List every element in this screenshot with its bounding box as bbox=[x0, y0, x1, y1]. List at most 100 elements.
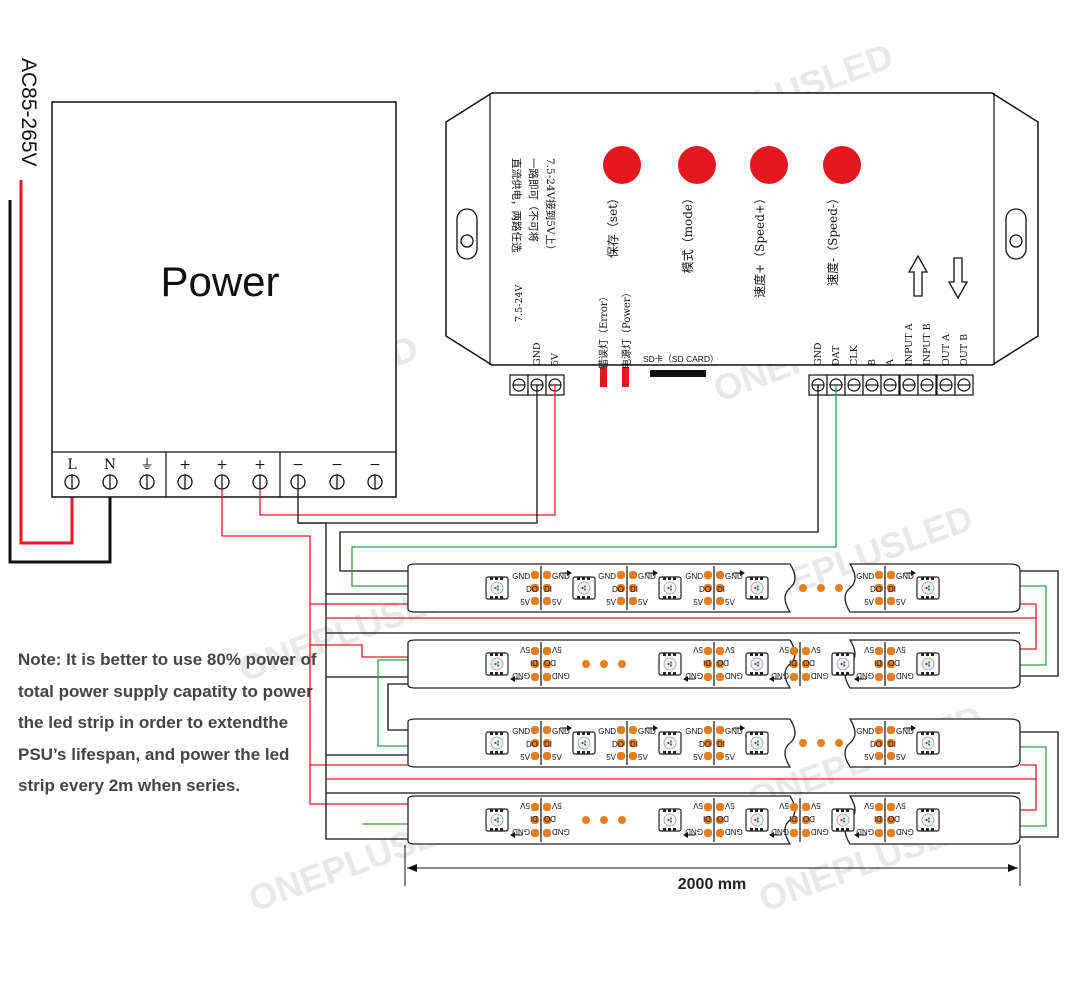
svg-text:DI: DI bbox=[630, 585, 638, 594]
svg-text:GND: GND bbox=[638, 727, 656, 736]
arrow-left-icon bbox=[854, 832, 866, 838]
output-terminal-label: DAT bbox=[831, 345, 842, 366]
psu-terminal: − bbox=[290, 457, 306, 490]
svg-text:GND: GND bbox=[896, 572, 914, 581]
led-chip-icon bbox=[916, 576, 940, 600]
svg-text:GND: GND bbox=[685, 727, 703, 736]
svg-text:5V: 5V bbox=[550, 353, 561, 366]
svg-text:5V: 5V bbox=[864, 801, 874, 810]
svg-text:GND: GND bbox=[638, 572, 656, 581]
svg-text:5V: 5V bbox=[864, 753, 874, 762]
dimension-label: 2000 mm bbox=[678, 876, 747, 893]
svg-text:5V: 5V bbox=[895, 801, 905, 810]
svg-text:5V: 5V bbox=[520, 598, 530, 607]
wiring bbox=[221, 385, 1059, 840]
link-1-2-data bbox=[1020, 585, 1047, 666]
led-chip-icon bbox=[745, 808, 769, 832]
arrow-right-icon bbox=[646, 570, 658, 576]
svg-text:−: − bbox=[292, 457, 304, 473]
arrow-left-icon bbox=[769, 676, 781, 682]
svg-text:7.5-24V接到5V上）: 7.5-24V接到5V上） bbox=[544, 158, 557, 255]
svg-text:7.5-24V: 7.5-24V bbox=[514, 285, 525, 322]
arrow-left-icon bbox=[854, 676, 866, 682]
svg-text:5V: 5V bbox=[606, 598, 616, 607]
svg-text:GND: GND bbox=[856, 727, 874, 736]
svg-text:5V: 5V bbox=[896, 753, 906, 762]
svg-text:L: L bbox=[67, 457, 76, 473]
link-2-3-gnd bbox=[387, 683, 408, 731]
led-chip-icon bbox=[485, 652, 509, 676]
power-supply-label: Power bbox=[160, 258, 279, 305]
svg-text:DI: DI bbox=[530, 814, 538, 823]
sd-card-label: SD卡（SD CARD） bbox=[643, 354, 719, 364]
svg-text:GND: GND bbox=[512, 827, 530, 836]
svg-text:DI: DI bbox=[544, 740, 552, 749]
psu-terminal: + bbox=[177, 457, 193, 490]
svg-text:5V: 5V bbox=[551, 801, 561, 810]
controller-5v-wire bbox=[259, 385, 556, 516]
power-led-icon bbox=[622, 367, 629, 387]
mode-button[interactable]: 模式（mode） bbox=[678, 146, 716, 273]
output-terminal-label: CLK bbox=[849, 344, 860, 366]
controller: 直流供电，两路任选 一路即可（不可将 7.5-24V接到5V上） 保存（set）… bbox=[445, 92, 1039, 396]
arrow-right-icon bbox=[560, 725, 572, 731]
led-chip-icon bbox=[485, 576, 509, 600]
svg-text:GND: GND bbox=[725, 727, 743, 736]
controller-power-terminals bbox=[509, 374, 565, 396]
svg-text:DO: DO bbox=[544, 658, 556, 667]
svg-text:DO: DO bbox=[870, 585, 882, 594]
svg-text:GND: GND bbox=[896, 727, 914, 736]
svg-text:GND: GND bbox=[685, 827, 703, 836]
speed-down-button[interactable]: 速度-（Speed-） bbox=[823, 146, 861, 286]
svg-text:5V: 5V bbox=[520, 801, 530, 810]
svg-text:5V: 5V bbox=[638, 598, 648, 607]
svg-text:直流供电，两路任选: 直流供电，两路任选 bbox=[510, 158, 523, 253]
svg-text:−: − bbox=[369, 457, 381, 473]
led-chip-icon bbox=[831, 808, 855, 832]
psu-terminal: L bbox=[64, 457, 80, 490]
controller-power-note: 直流供电，两路任选 一路即可（不可将 7.5-24V接到5V上） bbox=[510, 158, 557, 255]
controller-dat-wire bbox=[351, 385, 837, 587]
svg-text:GND: GND bbox=[685, 671, 703, 680]
svg-text:GND: GND bbox=[811, 827, 829, 836]
button-label: 速度+（Speed+） bbox=[752, 192, 767, 298]
link-3-4-data bbox=[1020, 746, 1047, 827]
button-label: 速度-（Speed-） bbox=[825, 192, 840, 286]
mount-hole-right-icon bbox=[1005, 208, 1027, 260]
speed-up-button[interactable]: 速度+（Speed+） bbox=[750, 146, 788, 298]
mains-wire-red bbox=[19, 180, 74, 545]
psu-terminal: N bbox=[102, 457, 118, 490]
svg-text:DO: DO bbox=[803, 658, 815, 667]
svg-text:5V: 5V bbox=[606, 753, 616, 762]
button-label: 保存（set） bbox=[606, 192, 620, 258]
psu-terminal: − bbox=[329, 457, 345, 490]
svg-text:GND: GND bbox=[512, 671, 530, 680]
led-chip-icon bbox=[916, 731, 940, 755]
svg-text:DI: DI bbox=[703, 658, 711, 667]
svg-text:GND: GND bbox=[552, 671, 570, 680]
svg-text:GND: GND bbox=[512, 727, 530, 736]
svg-text:DO: DO bbox=[888, 814, 900, 823]
link-1-2-gnd bbox=[1020, 570, 1059, 677]
arrow-left-icon bbox=[683, 676, 695, 682]
svg-text:DI: DI bbox=[544, 585, 552, 594]
svg-text:DI: DI bbox=[703, 814, 711, 823]
svg-text:−: − bbox=[331, 457, 343, 473]
svg-text:DI: DI bbox=[888, 585, 896, 594]
svg-text:GND: GND bbox=[725, 827, 743, 836]
ac-input-label: AC85-265V bbox=[17, 58, 40, 167]
svg-text:5V: 5V bbox=[520, 645, 530, 654]
svg-text:5V: 5V bbox=[864, 645, 874, 654]
psu-terminal: + bbox=[252, 457, 268, 490]
svg-text:DO: DO bbox=[717, 658, 729, 667]
link-1-2-5v bbox=[1020, 603, 1037, 650]
svg-text:5V: 5V bbox=[693, 753, 703, 762]
arrow-right-icon bbox=[560, 570, 572, 576]
set-button[interactable]: 保存（set） bbox=[603, 146, 641, 258]
arrow-right-icon bbox=[904, 725, 916, 731]
svg-text:GND: GND bbox=[771, 671, 789, 680]
